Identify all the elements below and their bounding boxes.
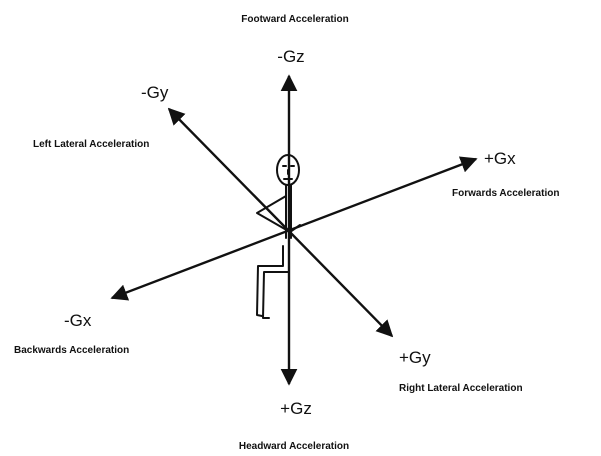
person-arm	[257, 196, 300, 232]
label-left-lateral-acceleration: Left Lateral Acceleration	[33, 139, 149, 150]
label-forwards-acceleration: Forwards Acceleration	[452, 188, 559, 199]
person-legs	[257, 238, 289, 318]
label-backwards-acceleration: Backwards Acceleration	[14, 345, 129, 356]
label-minus-gy: -Gy	[141, 83, 169, 102]
label-minus-gx: -Gx	[64, 311, 92, 330]
label-plus-gx: +Gx	[484, 149, 516, 168]
label-plus-gy: +Gy	[399, 348, 431, 367]
label-right-lateral-acceleration: Right Lateral Acceleration	[399, 383, 523, 394]
y-axis-arrow	[169, 109, 392, 336]
label-headward-acceleration: Headward Acceleration	[239, 441, 349, 452]
label-footward-acceleration: Footward Acceleration	[241, 14, 348, 25]
label-plus-gz: +Gz	[280, 399, 312, 418]
label-minus-gz: -Gz	[277, 47, 304, 66]
